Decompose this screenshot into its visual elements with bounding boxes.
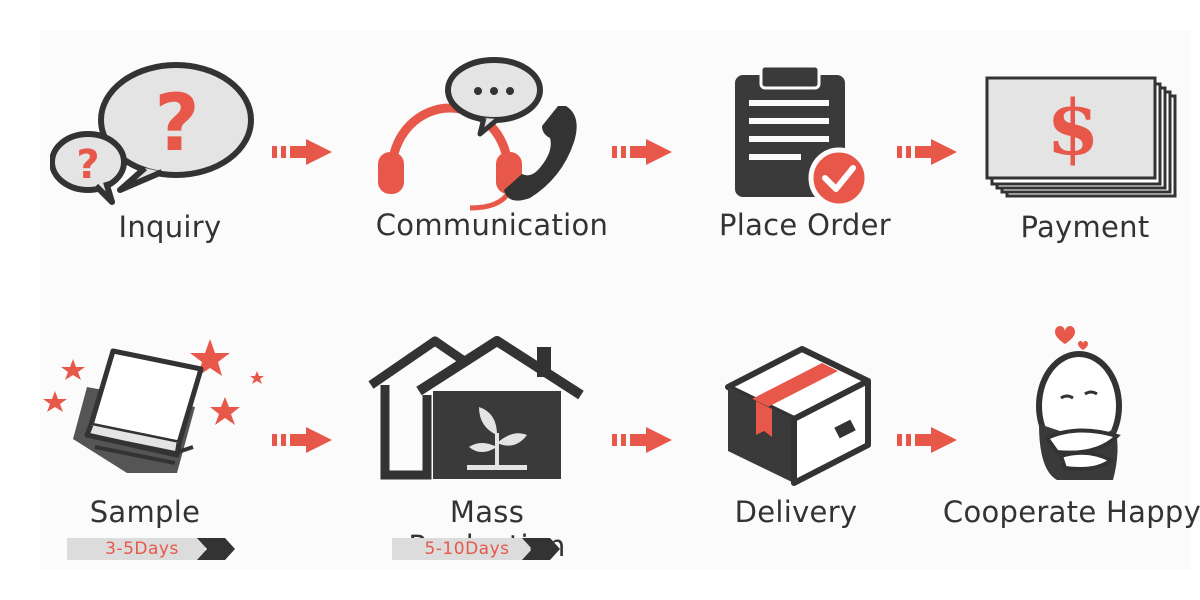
- arrow-icon: [272, 139, 332, 165]
- step-sample: Sample: [25, 335, 265, 595]
- step-label-place-order: Place Order: [718, 208, 892, 242]
- step-label-inquiry: Inquiry: [118, 210, 222, 244]
- dollar-bills-icon: $: [985, 76, 1177, 198]
- headset-phone-icon: [378, 57, 577, 211]
- speech-bubbles-question-icon: ? ?: [50, 62, 254, 205]
- package-box-icon: [725, 346, 871, 486]
- svg-text:$: $: [1047, 83, 1100, 172]
- arrow-icon: [612, 139, 672, 165]
- duration-text-sample: 3-5Days: [105, 539, 179, 559]
- factory-plant-icon: [368, 336, 584, 480]
- step-label-delivery: Delivery: [734, 495, 858, 529]
- step-label-communication: Communication: [375, 208, 609, 242]
- clipboard-check-icon: [735, 64, 870, 209]
- arrow-icon: [272, 427, 332, 453]
- step-label-sample: Sample: [89, 495, 201, 529]
- step-cooperate-happy: Cooperate Happy: [943, 320, 1200, 580]
- step-inquiry: ? ? Inquiry: [50, 50, 290, 310]
- duration-text-mass-production: 5-10Days: [424, 539, 510, 559]
- duration-bar-mass-production: 5-10Days: [392, 538, 562, 560]
- arrow-icon: [897, 427, 957, 453]
- step-place-order: Place Order: [685, 50, 925, 310]
- svg-text:?: ?: [154, 79, 199, 169]
- step-delivery: Delivery: [676, 335, 916, 595]
- arrow-icon: [612, 427, 672, 453]
- happy-hug-icon: [1036, 326, 1122, 480]
- arrow-icon: [897, 139, 957, 165]
- step-label-payment: Payment: [1020, 210, 1150, 244]
- step-payment: $ Payment: [965, 50, 1200, 310]
- step-label-cooperate-happy: Cooperate Happy: [942, 495, 1200, 529]
- duration-bar-sample: 3-5Days: [67, 538, 237, 560]
- svg-text:?: ?: [76, 142, 99, 188]
- book-stars-icon: [43, 339, 264, 473]
- step-communication: Communication: [372, 50, 612, 310]
